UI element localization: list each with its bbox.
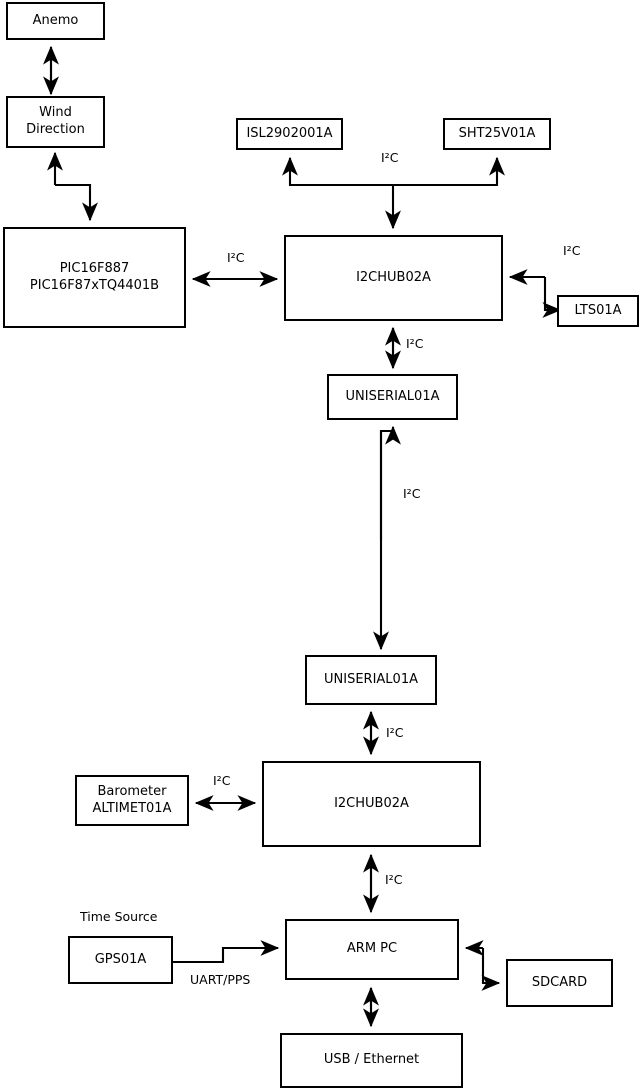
node-isl2902001a-label: ISL2902001A (246, 125, 333, 141)
node-usb-ethernet-label: USB / Ethernet (323, 1052, 420, 1068)
node-sht25v01a-label: SHT25V01A (458, 125, 536, 141)
node-sdcard[interactable]: SDCARD (506, 959, 613, 1007)
node-i2chub02a-bottom-label: I2CHUB02A (334, 795, 409, 811)
edge-label-i2c-top-sensors: I²C (381, 150, 399, 165)
edge-label-i2c-hub-lts: I²C (563, 243, 581, 258)
node-anemo[interactable]: Anemo (6, 2, 105, 40)
node-barometer-altimet01a[interactable]: Barometer ALTIMET01A (75, 775, 189, 826)
node-wind-direction-label: Wind Direction (26, 105, 85, 137)
edge-label-i2c-hub-uniserial: I²C (406, 336, 424, 351)
node-uniserial01a-upper[interactable]: UNISERIAL01A (327, 374, 458, 420)
node-gps01a-label: GPS01A (94, 951, 147, 967)
node-uniserial01a-upper-label: UNISERIAL01A (345, 388, 440, 404)
node-i2chub02a-bottom[interactable]: I2CHUB02A (262, 761, 481, 847)
edge-label-i2c-uniserial-hub2: I²C (386, 725, 404, 740)
node-sht25v01a[interactable]: SHT25V01A (443, 118, 551, 150)
edge-wind-pic-jog (55, 183, 98, 222)
node-i2chub02a-top[interactable]: I2CHUB02A (284, 235, 503, 321)
node-isl2902001a[interactable]: ISL2902001A (236, 118, 343, 150)
edge-label-i2c-barometer-hub2: I²C (213, 773, 231, 788)
node-pic-microcontroller[interactable]: PIC16F887 PIC16F87xTQ4401B (3, 227, 186, 328)
node-i2chub02a-top-label: I2CHUB02A (356, 269, 431, 285)
node-anemo-label: Anemo (32, 12, 79, 28)
node-pic-label: PIC16F887 PIC16F87xTQ4401B (29, 260, 160, 293)
node-uniserial01a-lower-label: UNISERIAL01A (324, 671, 418, 687)
node-arm-pc[interactable]: ARM PC (285, 919, 459, 980)
edge-uniser-link-up (379, 425, 401, 540)
node-barometer-label: Barometer ALTIMET01A (92, 783, 172, 816)
node-arm-pc-label: ARM PC (346, 941, 398, 957)
node-uniserial01a-lower[interactable]: UNISERIAL01A (305, 655, 437, 705)
edge-armpc-to-sdcard (481, 948, 501, 991)
annotation-time-source: Time Source (80, 909, 158, 924)
node-gps01a[interactable]: GPS01A (68, 936, 173, 984)
edge-hub-sensor-bus (282, 156, 393, 187)
edge-label-uart-pps: UART/PPS (190, 972, 251, 987)
edge-hub-sht-bus (393, 156, 505, 187)
node-usb-ethernet[interactable]: USB / Ethernet (280, 1033, 463, 1088)
node-lts01a-label: LTS01A (574, 302, 622, 318)
edge-label-i2c-pic-hub: I²C (227, 250, 245, 265)
node-wind-direction[interactable]: Wind Direction (6, 96, 105, 148)
node-sdcard-label: SDCARD (531, 974, 588, 990)
node-lts01a[interactable]: LTS01A (557, 295, 639, 327)
edge-label-i2c-hub2-armpc: I²C (385, 872, 403, 887)
edge-gps-armpc (173, 940, 280, 964)
edge-label-i2c-uniserial-link: I²C (403, 486, 421, 501)
